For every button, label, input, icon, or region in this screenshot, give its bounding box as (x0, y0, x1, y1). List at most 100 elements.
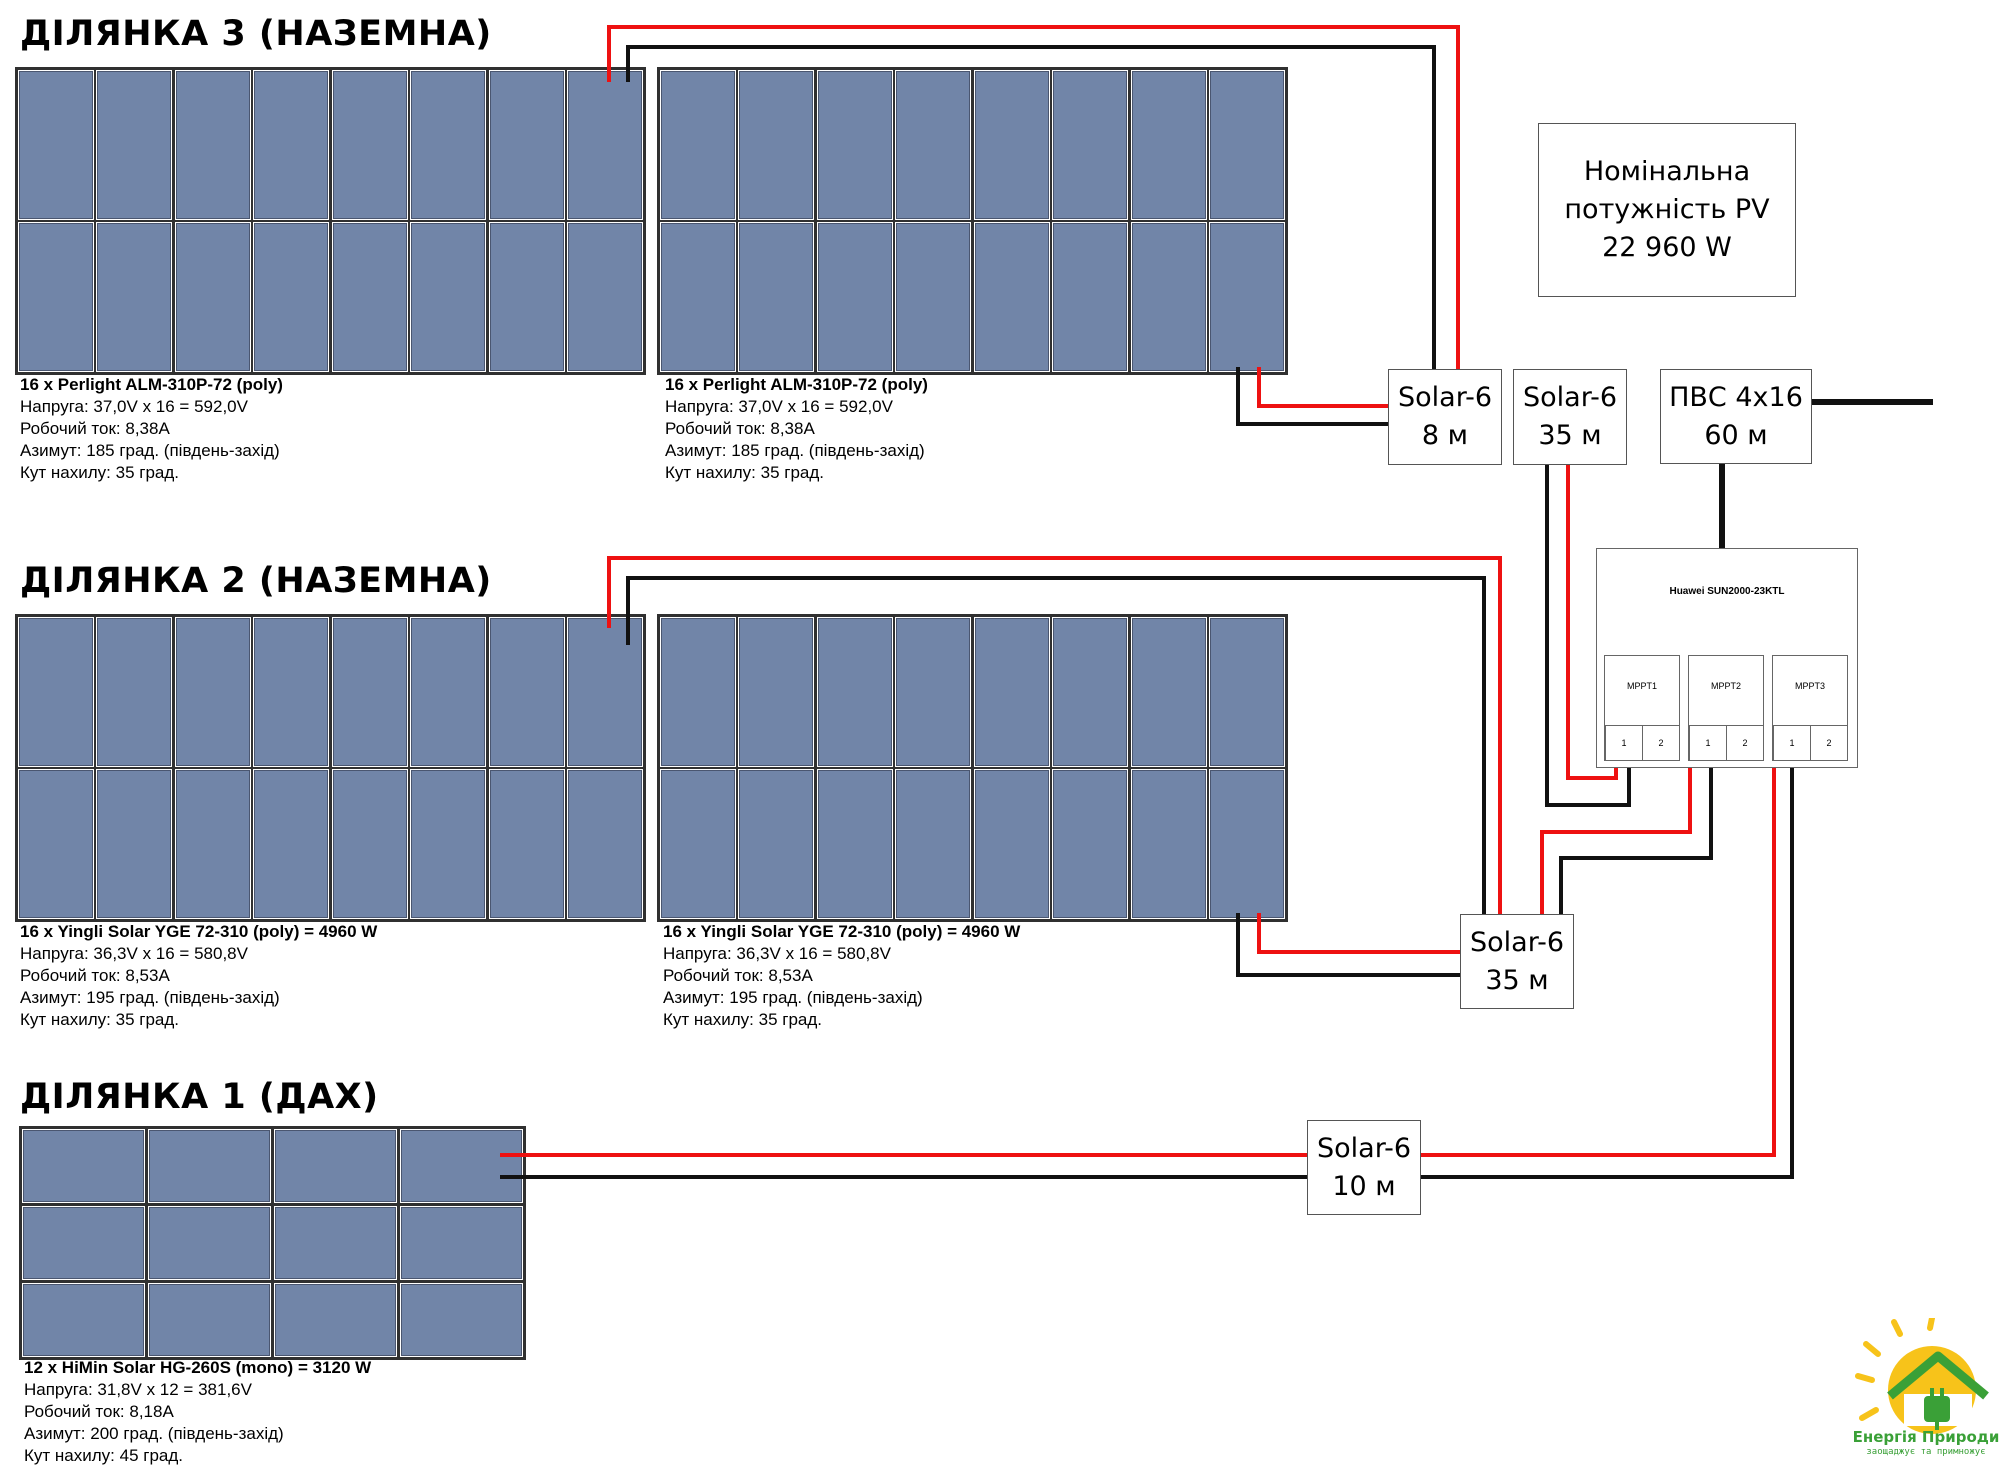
solar-panel (22, 1129, 145, 1203)
cable-length: 35 м (1485, 964, 1549, 996)
solar-panel (659, 69, 736, 220)
spec-voltage: Напруга: 36,3V x 16 = 580,8V (20, 944, 248, 963)
solar-panel (96, 69, 172, 220)
cable-length: 35 м (1538, 420, 1602, 451)
site2-lower-negative-wire (1236, 913, 1460, 977)
solar-panel (22, 1206, 145, 1280)
mppt2-positive-wire (1540, 760, 1692, 915)
solar-panel (274, 1206, 397, 1280)
spec-heading: 16 x Yingli Solar YGE 72-310 (poly) = 49… (663, 922, 1021, 941)
solar-panel (331, 616, 408, 767)
solar-panel (895, 222, 971, 372)
solar-panel (488, 69, 565, 220)
mppt-label: MPPT1 (1626, 681, 1657, 691)
solar-panel (1130, 222, 1207, 372)
cable-length: 60 м (1704, 419, 1768, 451)
solar-panel (895, 69, 971, 220)
mppt-label: MPPT2 (1710, 681, 1741, 691)
solar-panel (1052, 69, 1128, 220)
solar-panel (400, 1206, 523, 1280)
solar-panel (410, 769, 486, 919)
mppt3-negative-wire (1420, 760, 1794, 1179)
site1-array (19, 1126, 526, 1360)
solar-panel (410, 616, 486, 767)
site2-lower-positive-wire (1257, 913, 1460, 954)
solar-panel (174, 769, 251, 919)
solar-panel (410, 222, 486, 372)
spec-tilt: Кут нахилу: 35 град. (20, 463, 180, 482)
spec-tilt: Кут нахилу: 35 град. (663, 1010, 823, 1029)
cable-type: Solar-6 (1317, 1132, 1411, 1164)
site2-right-spec: 16 x Yingli Solar YGE 72-310 (poly) = 49… (663, 921, 1020, 1031)
solar-panel (1052, 616, 1128, 767)
solar-panel (488, 616, 565, 767)
solar-panel (148, 1283, 271, 1357)
solar-panel (96, 769, 172, 919)
solar-panel (738, 222, 814, 372)
solar-panel (331, 69, 408, 220)
solar-panel (148, 1206, 271, 1280)
solar-panel (17, 69, 94, 220)
solar-panel (659, 222, 736, 372)
spec-heading: 16 x Perlight ALM-310P-72 (poly) (20, 375, 283, 394)
site2-left-spec: 16 x Yingli Solar YGE 72-310 (poly) = 49… (20, 921, 377, 1031)
solar-panel (1209, 769, 1285, 919)
solar-panel (253, 769, 329, 919)
cable-type: Solar-6 (1398, 382, 1492, 413)
solar-panel (174, 69, 251, 220)
site2-upper-negative-wire (626, 576, 1486, 915)
site3-lower-negative-wire (1236, 367, 1390, 426)
mppt2-negative-wire (1559, 760, 1713, 915)
site3-right-spec: 16 x Perlight ALM-310P-72 (poly) Напруга… (665, 374, 928, 484)
solar-panel (1209, 616, 1285, 767)
solar-panel (1209, 222, 1285, 372)
mppt-port-2: 2 (1642, 725, 1680, 761)
solar-panel (148, 1129, 271, 1203)
site3-left-array (15, 67, 646, 375)
solar-panel (816, 222, 893, 372)
mppt3-positive-wire (1420, 760, 1776, 1157)
solar-panel (410, 69, 486, 220)
solar-panel (274, 1283, 397, 1357)
cable-type: ПВС 4x16 (1669, 381, 1803, 413)
solar-panel (253, 222, 329, 372)
solar-panel (567, 69, 643, 220)
mppt1-positive-wire (1566, 464, 1618, 780)
solar-panel (96, 616, 172, 767)
site2-left-array (15, 614, 646, 922)
mppt-port-1: 1 (1773, 725, 1811, 761)
solar-panel (659, 616, 736, 767)
site2-title: ДІЛЯНКА 2 (НАЗЕМНА) (20, 561, 492, 601)
solar-panel (659, 769, 736, 919)
cable-solar6-8m: Solar-6 8 м (1388, 369, 1502, 465)
spec-azimuth: Азимут: 200 град. (південь-захід) (24, 1424, 284, 1443)
spec-azimuth: Азимут: 195 град. (південь-захід) (663, 988, 923, 1007)
nominal-line2: потужність PV (1564, 194, 1770, 225)
site3-right-array (657, 67, 1288, 375)
solar-panel (738, 69, 814, 220)
solar-panel (1130, 616, 1207, 767)
site1-title: ДІЛЯНКА 1 (ДАХ) (20, 1077, 379, 1117)
site3-left-spec: 16 x Perlight ALM-310P-72 (poly) Напруга… (20, 374, 283, 484)
spec-current: Робочий ток: 8,38А (665, 419, 815, 438)
site1-spec: 12 x HiMin Solar HG-260S (mono) = 3120 W… (24, 1357, 371, 1467)
nominal-line3: 22 960 W (1602, 232, 1732, 263)
spec-tilt: Кут нахилу: 35 град. (665, 463, 825, 482)
solar-panel (895, 769, 971, 919)
solar-panel (738, 616, 814, 767)
spec-voltage: Напруга: 36,3V x 16 = 580,8V (663, 944, 891, 963)
spec-voltage: Напруга: 31,8V x 12 = 381,6V (24, 1380, 252, 1399)
spec-azimuth: Азимут: 195 град. (південь-захід) (20, 988, 280, 1007)
solar-panel (973, 769, 1050, 919)
nominal-line1: Номінальна (1583, 156, 1751, 187)
energy-logo-icon (1855, 1318, 1989, 1434)
site2-upper-positive-wire (607, 556, 1502, 915)
cable-solar6-10m: Solar-6 10 м (1307, 1120, 1421, 1215)
cable-type: Solar-6 (1470, 926, 1564, 958)
cable-solar6-35m-b: Solar-6 35 м (1460, 914, 1574, 1009)
solar-panel (1052, 222, 1128, 372)
site3-upper-positive-wire (607, 25, 1460, 370)
spec-tilt: Кут нахилу: 35 град. (20, 1010, 180, 1029)
cable-type: Solar-6 (1523, 382, 1617, 413)
solar-panel (274, 1129, 397, 1203)
